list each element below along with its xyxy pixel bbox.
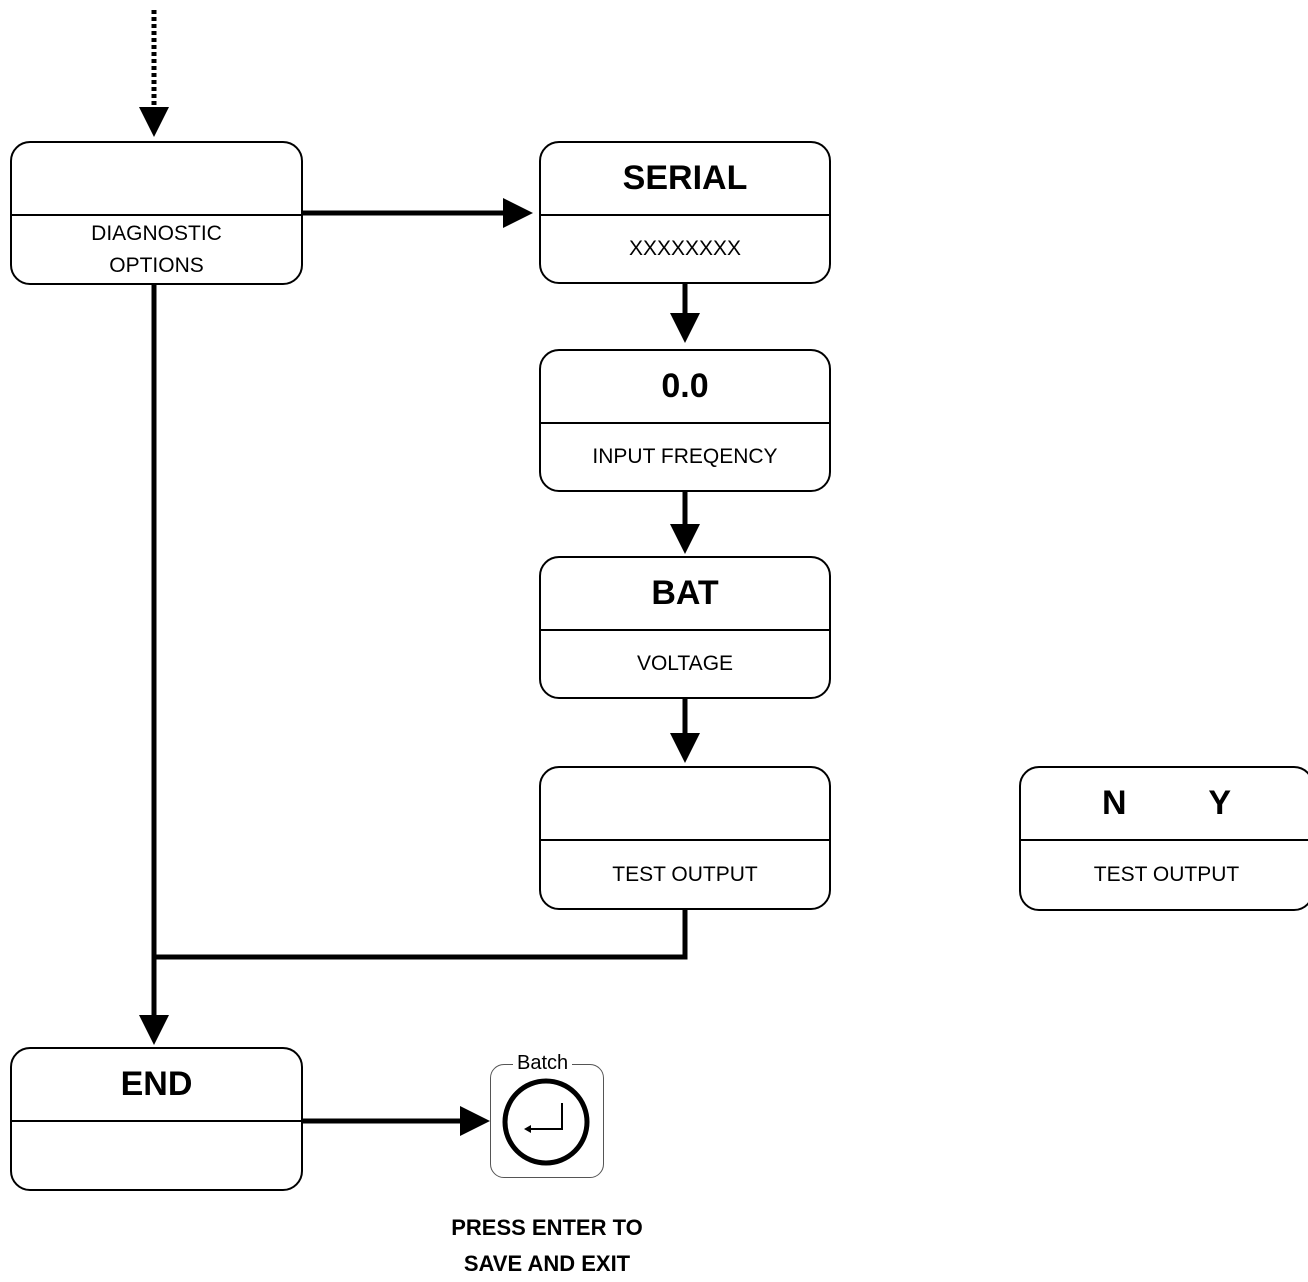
node-test-output-choice-label: TEST OUTPUT [1093,863,1240,886]
node-battery-voltage: BAT VOLTAGE [539,556,831,699]
caption-line-2: SAVE AND EXIT [463,1251,631,1276]
return-path-test-output [154,909,688,960]
node-diagnostic-title [12,143,301,216]
node-test-output: TEST OUTPUT [539,766,831,910]
node-test-output-title [541,768,829,841]
save-exit-caption: PRESS ENTER TO SAVE AND EXIT [420,1210,674,1282]
node-input-frequency-title: 0.0 [541,351,829,424]
node-diagnostic-label: DIAGNOSTIC OPTIONS [91,221,222,277]
caption-line-1: PRESS ENTER TO [451,1215,643,1240]
enter-key-batch: Batch [490,1051,604,1178]
node-input-frequency: 0.0 INPUT FREQENCY [539,349,831,492]
node-serial-title: SERIAL [541,143,829,216]
node-end: END [10,1047,303,1191]
node-test-output-label: TEST OUTPUT [612,862,758,886]
node-end-title: END [12,1049,301,1122]
node-battery-label: VOLTAGE [636,652,734,675]
enter-key-label: Batch [513,1051,573,1075]
node-input-frequency-label: INPUT FREQENCY [592,445,778,468]
option-no: N [1101,784,1127,822]
node-serial: SERIAL XXXXXXXX [539,141,831,284]
node-serial-label: XXXXXXXX [628,237,742,260]
node-battery-title: BAT [541,558,829,631]
node-test-output-choice: N Y TEST OUTPUT [1019,766,1308,911]
node-diagnostic-options: DIAGNOSTIC OPTIONS [10,141,303,285]
option-yes: Y [1208,784,1232,822]
enter-icon [502,1078,590,1166]
